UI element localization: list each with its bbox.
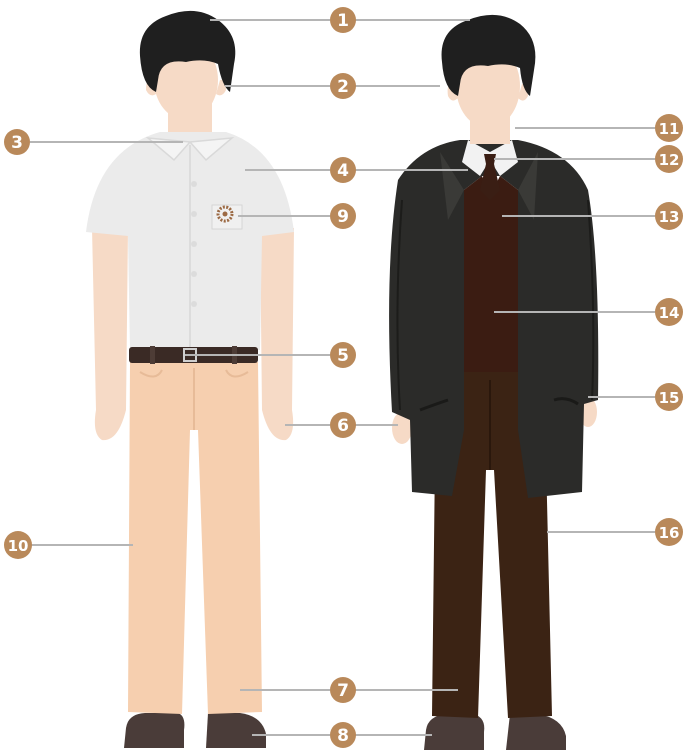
callout-badge-16: 16 [655, 518, 683, 546]
callout-number: 13 [659, 208, 680, 226]
callout-badge-8: 8 [330, 722, 356, 748]
callout-number: 12 [659, 151, 680, 169]
callout-number: 3 [11, 133, 23, 153]
callout-number: 6 [337, 416, 349, 436]
left-figure-arm-right [260, 228, 294, 440]
callout-badge-12: 12 [655, 145, 683, 173]
callout-badge-1: 1 [330, 7, 356, 33]
callout-number: 10 [8, 537, 29, 555]
callout-number: 7 [337, 681, 349, 701]
callout-badge-5: 5 [330, 342, 356, 368]
left-figure-shoe-right [206, 713, 266, 748]
callout-number: 16 [659, 524, 680, 542]
callout-badge-4: 4 [330, 157, 356, 183]
right-figure-vest [464, 176, 518, 372]
callout-badge-14: 14 [655, 298, 683, 326]
right-figure-shoe-right [506, 714, 566, 750]
callout-badge-13: 13 [655, 202, 683, 230]
callout-badge-2: 2 [330, 73, 356, 99]
left-figure-arm-left [92, 228, 128, 440]
callout-badge-9: 9 [330, 203, 356, 229]
summer-uniform-figure [86, 11, 294, 748]
callout-number: 11 [659, 120, 680, 138]
callout-number: 2 [337, 77, 349, 97]
callout-badge-6: 6 [330, 412, 356, 438]
callout-number: 4 [337, 161, 349, 181]
callout-number: 14 [659, 304, 680, 322]
callout-badge-10: 10 [4, 531, 32, 559]
callout-badge-3: 3 [4, 129, 30, 155]
callout-number: 5 [337, 346, 349, 366]
callout-badge-7: 7 [330, 677, 356, 703]
callout-number: 15 [659, 389, 680, 407]
right-figure-shoe-left [424, 714, 484, 750]
callout-badge-11: 11 [655, 114, 683, 142]
callout-number: 9 [337, 207, 349, 227]
callout-number: 1 [337, 11, 349, 31]
callout-badge-15: 15 [655, 383, 683, 411]
callout-number: 8 [337, 726, 349, 746]
winter-uniform-figure [389, 15, 598, 750]
left-figure-shoe-left [124, 713, 184, 748]
